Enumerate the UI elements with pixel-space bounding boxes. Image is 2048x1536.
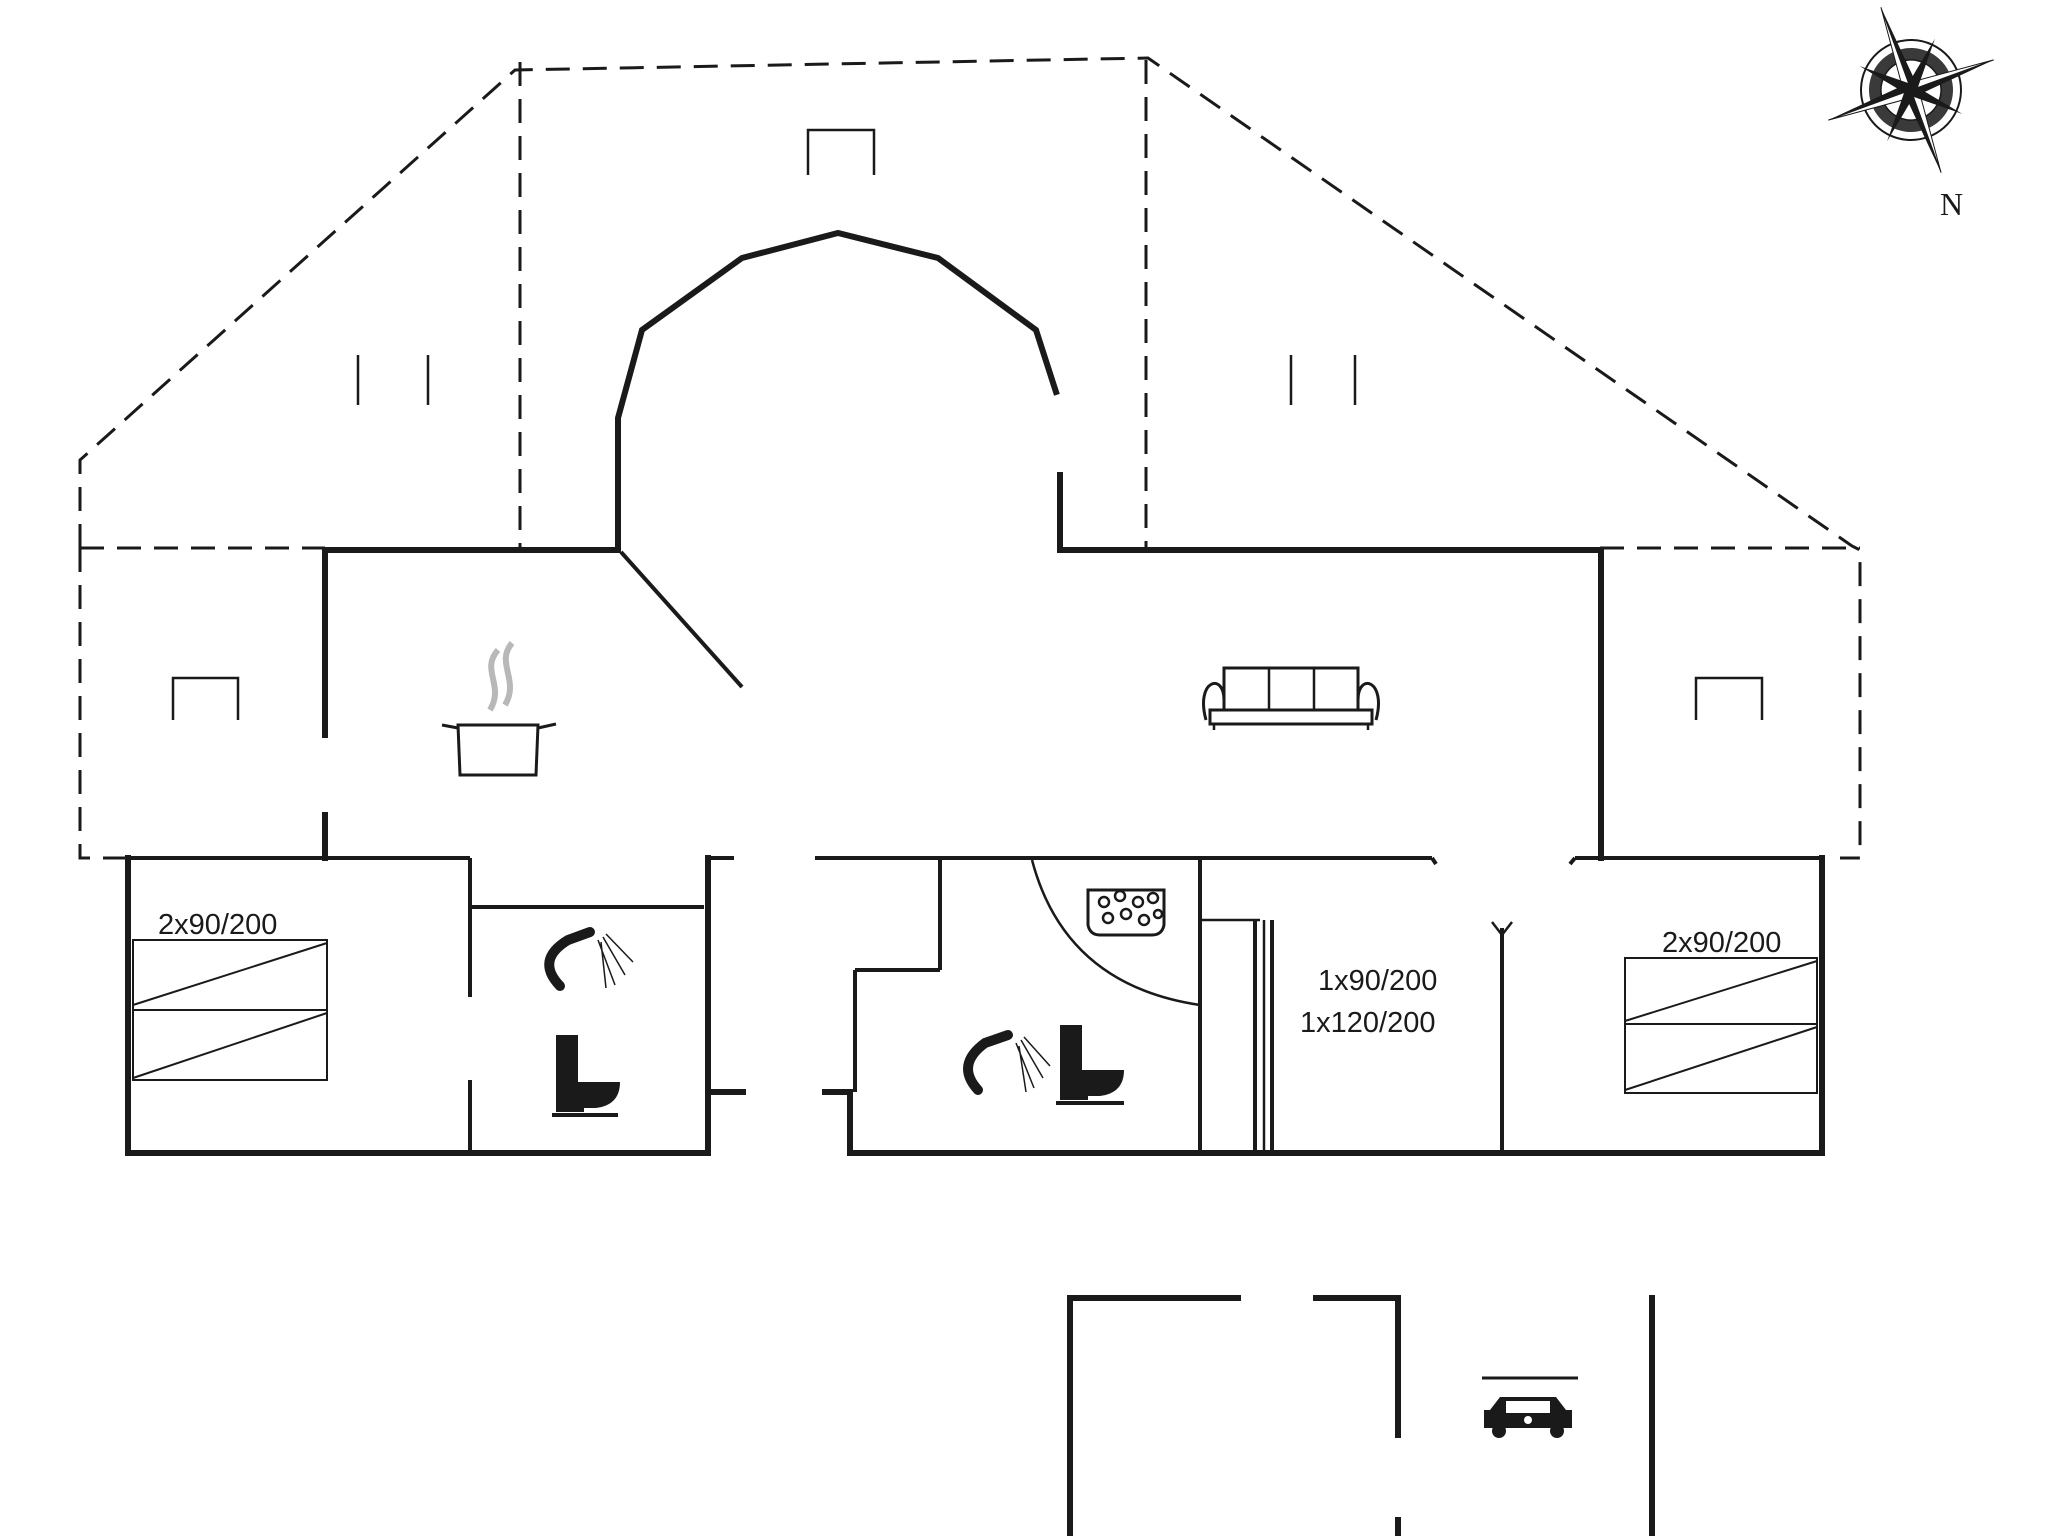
- bed-label-west: 2x90/200: [158, 909, 277, 941]
- chair-icon: [806, 128, 876, 175]
- toilet-icon: [552, 1035, 620, 1117]
- chair-icon: [1694, 676, 1764, 720]
- toilet-icon: [1056, 1025, 1124, 1105]
- bed-east: [1624, 957, 1818, 1094]
- house-walls: [125, 229, 1825, 1156]
- sofa-icon: [1202, 666, 1380, 730]
- bed-label-east: 2x90/200: [1662, 927, 1781, 959]
- chair-icon: [171, 676, 240, 720]
- shower-icon: [963, 1030, 1051, 1095]
- compass-icon: [1828, 7, 1994, 173]
- kitchen-pot-icon: [441, 641, 557, 777]
- jacuzzi-icon: [1086, 888, 1166, 937]
- bed-label-middle-2: 1x120/200: [1300, 1007, 1435, 1039]
- compass-north-label: N: [1940, 186, 1963, 222]
- terrace-chairs: [171, 128, 1764, 720]
- bed-label-middle-1: 1x90/200: [1318, 965, 1437, 997]
- car-icon: [1482, 1376, 1578, 1438]
- annex-walls: [1067, 1295, 1655, 1536]
- bed-west: [132, 939, 328, 1081]
- terrace-outline: [78, 56, 1862, 860]
- shower-icon: [544, 927, 634, 991]
